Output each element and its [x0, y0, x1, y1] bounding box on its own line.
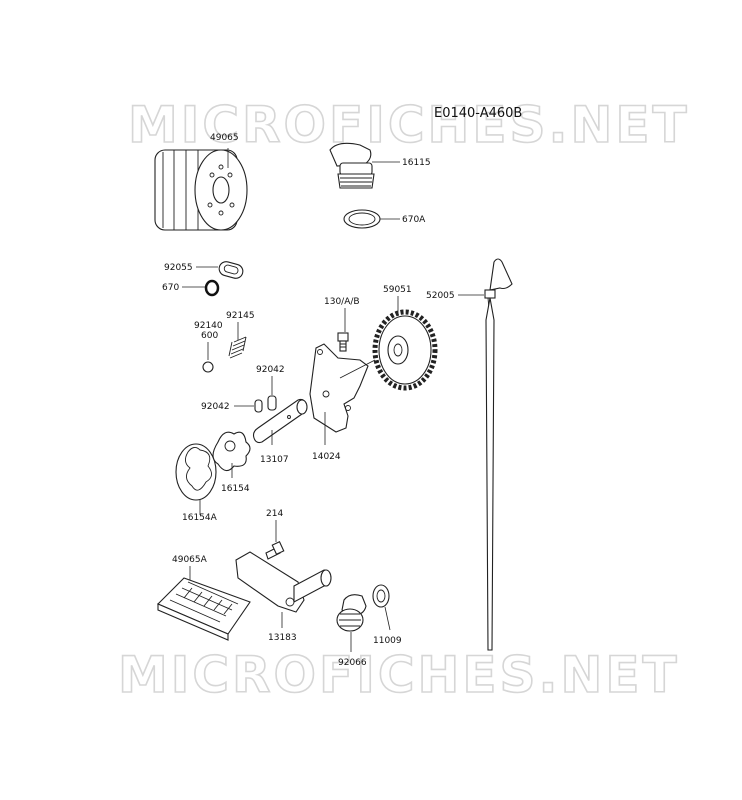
- label-drain-plug: 92066: [338, 658, 367, 668]
- label-pump-shaft: 13107: [260, 455, 289, 465]
- pin-92042-left[interactable]: 92042: [201, 399, 263, 413]
- pump-shaft[interactable]: 13107: [252, 398, 308, 466]
- label-drain-washer: 11009: [373, 636, 402, 646]
- label-bolt-214: 214: [266, 509, 283, 519]
- label-pin-top: 92042: [256, 365, 285, 375]
- bolt-214[interactable]: 214: [265, 509, 285, 560]
- pin-92042-top[interactable]: 92042: [256, 365, 285, 411]
- inner-rotor[interactable]: 16154: [212, 431, 251, 494]
- outer-rotor[interactable]: 16154A: [175, 443, 218, 523]
- pump-cover[interactable]: 14024: [309, 343, 376, 462]
- oil-strainer[interactable]: 49065A: [157, 555, 251, 641]
- label-cap-gasket: 670A: [402, 215, 426, 225]
- label-oil-filter: 49065: [210, 133, 239, 143]
- label-o-ring-92055: 92055: [164, 263, 193, 273]
- oil-filter[interactable]: 49065: [154, 133, 248, 231]
- o-ring-670[interactable]: 670: [162, 279, 220, 297]
- label-bolt-130: 130/A/B: [324, 297, 360, 307]
- bolt-130[interactable]: 130/A/B: [324, 297, 360, 352]
- label-ball-92140: 92140: [194, 321, 223, 331]
- label-outer-rotor: 16154A: [182, 513, 218, 523]
- watermark-bottom: MICROFICHES.NET: [118, 646, 680, 704]
- dipstick[interactable]: 52005: [426, 258, 513, 651]
- label-gear: 59051: [383, 285, 412, 295]
- drain-washer[interactable]: 11009: [372, 584, 402, 646]
- reference-code: E0140-A460B: [434, 106, 522, 121]
- relief-ball[interactable]: 92140 600: [194, 321, 223, 373]
- cap-gasket[interactable]: 670A: [343, 209, 426, 229]
- relief-spring[interactable]: 92145: [226, 311, 255, 359]
- label-o-ring-670: 670: [162, 283, 179, 293]
- label-ball-600: 600: [201, 331, 218, 341]
- watermark-top: MICROFICHES.NET: [128, 96, 690, 154]
- strainer-bracket[interactable]: 13183: [235, 551, 332, 643]
- label-strainer: 49065A: [172, 555, 208, 565]
- oil-pump-gear[interactable]: 59051: [372, 285, 438, 391]
- label-inner-rotor: 16154: [221, 484, 250, 494]
- label-pin-left: 92042: [201, 402, 230, 412]
- label-oil-filler-cap: 16115: [402, 158, 431, 168]
- label-bracket: 13183: [268, 633, 297, 643]
- label-pump-cover: 14024: [312, 452, 341, 462]
- label-spring: 92145: [226, 311, 255, 321]
- oil-filler-cap[interactable]: 16115: [329, 142, 431, 189]
- label-dipstick: 52005: [426, 291, 455, 301]
- drain-plug[interactable]: 92066: [336, 594, 367, 668]
- o-ring-92055[interactable]: 92055: [164, 260, 244, 280]
